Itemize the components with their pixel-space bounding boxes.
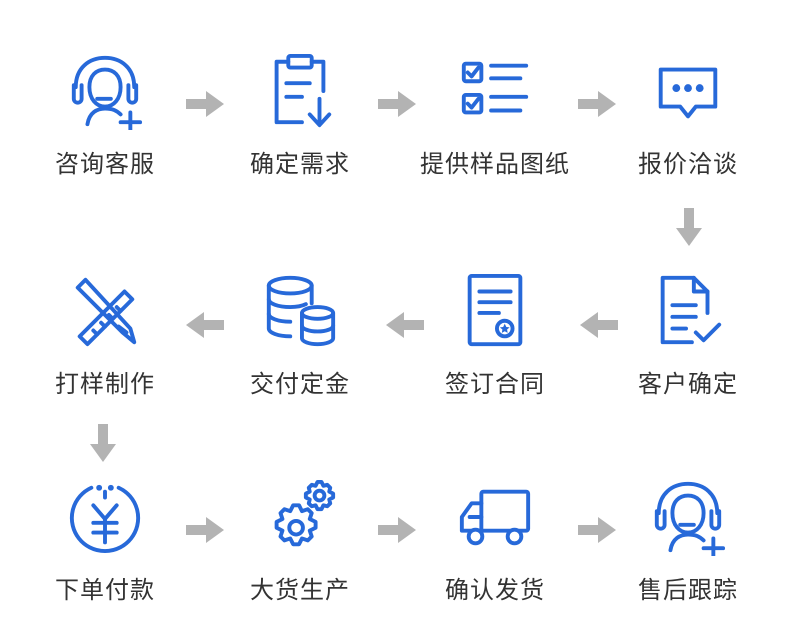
delivery-truck-icon [459,489,531,546]
document-check-icon [660,275,722,345]
step-mass-production: 大货生产 [220,478,380,605]
step-label: 下单付款 [55,576,155,604]
arrow-down-icon [676,208,702,246]
step-after-sales-tracking: 售后跟踪 [608,478,768,605]
customer-service-headset-icon [71,55,143,130]
step-consult-service: 咨询客服 [25,52,185,179]
step-provide-samples-drawings: 提供样品图纸 [415,52,575,179]
step-label: 交付定金 [250,370,350,398]
checklist-icon [461,61,529,115]
arrow-right-icon [186,517,224,543]
step-label: 打样制作 [55,370,155,398]
step-label: 售后跟踪 [638,576,738,604]
arrow-left-icon [386,312,424,338]
contract-seal-icon [467,273,523,347]
arrow-down-icon [90,424,116,462]
step-label: 确认发货 [445,576,545,604]
step-sign-contract: 签订合同 [415,272,575,399]
step-sample-production: 打样制作 [25,272,185,399]
step-pay-deposit: 交付定金 [220,272,380,399]
step-label: 签订合同 [445,370,545,398]
arrow-right-icon [186,91,224,117]
step-order-payment: 下单付款 [25,478,185,605]
step-confirm-requirements: 确定需求 [220,52,380,179]
arrow-left-icon [186,312,224,338]
chat-bubble-icon [658,67,718,119]
step-label: 报价洽谈 [638,150,738,178]
step-label: 咨询客服 [55,150,155,178]
customer-service-headset-icon [654,481,726,556]
coin-stack-icon [266,275,336,347]
step-label: 确定需求 [250,150,350,178]
step-client-confirm: 客户确定 [608,272,768,399]
arrow-left-icon [580,312,618,338]
gears-icon [274,479,336,547]
arrow-right-icon [578,91,616,117]
step-confirm-shipment: 确认发货 [415,478,575,605]
step-quote-negotiation: 报价洽谈 [608,52,768,179]
clipboard-download-icon [274,53,332,128]
step-label: 大货生产 [250,576,350,604]
step-label: 提供样品图纸 [420,150,570,178]
arrow-right-icon [378,517,416,543]
arrow-right-icon [578,517,616,543]
step-label: 客户确定 [638,370,738,398]
yuan-payment-icon [69,484,141,554]
pencil-ruler-icon [75,277,137,347]
arrow-right-icon [378,91,416,117]
